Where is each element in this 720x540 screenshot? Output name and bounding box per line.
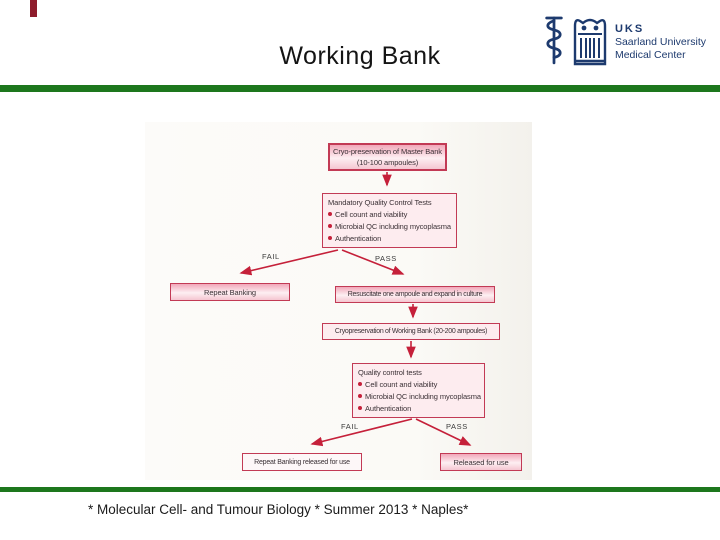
- qc1-bullet-1: Cell count and viability: [328, 209, 452, 221]
- bullet-icon: [328, 236, 332, 240]
- slide-accent-bar: [30, 0, 37, 17]
- logo-center: Medical Center: [614, 48, 686, 61]
- flow-node-repeat-banking-released: Repeat Banking released for use: [242, 453, 362, 471]
- slide-title: Working Bank: [279, 42, 441, 70]
- qc2-bullet-3-text: Authentication: [365, 404, 412, 413]
- qc1-bullet-1-text: Cell count and viability: [335, 210, 408, 219]
- bullet-icon: [358, 406, 362, 410]
- qc1-bullet-2-text: Microbial QC including mycoplasma: [335, 222, 451, 231]
- logo-org: UKS: [614, 22, 645, 35]
- qc2-bullet-1: Cell count and viability: [358, 379, 480, 391]
- flow-node-resuscitate: Resuscitate one ampoule and expand in cu…: [335, 286, 495, 303]
- owl-building-icon: [573, 18, 607, 66]
- repeat-banking-text: Repeat Banking: [204, 287, 256, 297]
- qc1-bullet-3: Authentication: [328, 233, 452, 245]
- flow-arrows: [239, 172, 472, 447]
- caduceus-icon: [545, 16, 563, 65]
- qc1-title: Mandatory Quality Control Tests: [328, 198, 432, 207]
- uks-logo: UKS Saarland University Medical Center: [543, 12, 706, 68]
- bullet-icon: [328, 224, 332, 228]
- resuscitate-text: Resuscitate one ampoule and expand in cu…: [347, 291, 483, 298]
- flow-node-working-bank: Cryopreservation of Working Bank (20-200…: [322, 323, 500, 340]
- flow-node-master-bank: Cryo-preservation of Master Bank (10-100…: [328, 143, 447, 171]
- qc2-bullet-1-text: Cell count and viability: [365, 380, 438, 389]
- edge-label-fail-1: FAIL: [262, 252, 280, 261]
- bullet-icon: [358, 394, 362, 398]
- qc2-bullet-2: Microbial QC including mycoplasma: [358, 391, 481, 403]
- qc1-bullet-2: Microbial QC including mycoplasma: [328, 221, 452, 233]
- bottom-divider: [0, 487, 720, 492]
- flow-node-quality-control: Quality control tests Cell count and via…: [352, 363, 485, 418]
- bullet-icon: [358, 382, 362, 386]
- bullet-icon: [328, 212, 332, 216]
- master-bank-line1: Cryo-preservation of Master Bank: [333, 147, 442, 156]
- working-bank-text: Cryopreservation of Working Bank (20-200…: [334, 328, 488, 335]
- top-divider: [0, 85, 720, 92]
- repeat-banking-released-text: Repeat Banking released for use: [254, 458, 350, 466]
- slide-footer: * Molecular Cell- and Tumour Biology * S…: [88, 502, 469, 517]
- cell-banking-flowchart: Cryo-preservation of Master Bank (10-100…: [145, 122, 532, 480]
- released-for-use-text: Released for use: [453, 457, 509, 467]
- flow-node-released-for-use: Released for use: [440, 453, 522, 471]
- logo-text: UKS Saarland University Medical Center: [615, 19, 706, 62]
- edge-label-fail-2: FAIL: [341, 422, 359, 431]
- flow-node-mandatory-qc: Mandatory Quality Control Tests Cell cou…: [322, 193, 457, 248]
- qc2-bullet-2-text: Microbial QC including mycoplasma: [365, 392, 481, 401]
- qc2-title: Quality control tests: [358, 368, 422, 377]
- edge-label-pass-1: PASS: [375, 254, 397, 263]
- logo-university: Saarland University: [614, 35, 706, 48]
- edge-label-pass-2: PASS: [446, 422, 468, 431]
- qc1-bullet-3-text: Authentication: [335, 234, 382, 243]
- qc2-bullet-3: Authentication: [358, 403, 480, 415]
- master-bank-line2: (10-100 ampoules): [356, 158, 419, 167]
- flow-node-repeat-banking: Repeat Banking: [170, 283, 290, 301]
